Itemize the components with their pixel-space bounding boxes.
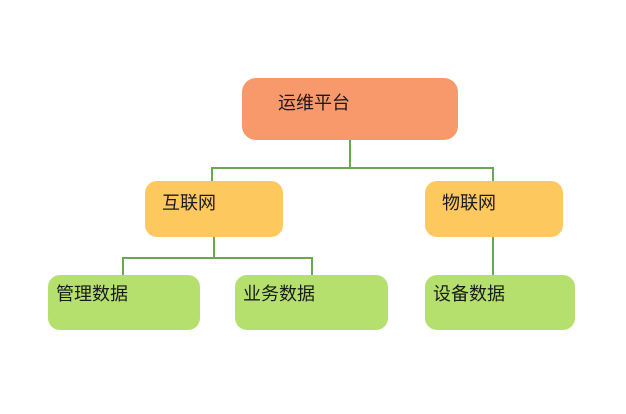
connector-drop-internet <box>211 167 213 181</box>
node-internet[interactable]: 互联网 <box>145 181 283 237</box>
connector-drop-iot <box>492 167 494 181</box>
node-ops-platform[interactable]: 运维平台 <box>242 78 458 140</box>
node-ops-platform-label: 运维平台 <box>278 93 350 114</box>
node-device-data-label: 设备数据 <box>433 284 505 305</box>
connector-drop-mgmt-data <box>122 257 124 275</box>
node-business-data[interactable]: 业务数据 <box>235 275 388 330</box>
connector-iot-device-data <box>492 237 494 275</box>
connector-drop-biz-data <box>311 257 313 275</box>
node-management-data[interactable]: 管理数据 <box>48 275 200 330</box>
connector-root-down <box>349 140 351 168</box>
connector-internet-down <box>213 237 215 259</box>
node-business-data-label: 业务数据 <box>243 284 315 305</box>
node-management-data-label: 管理数据 <box>56 284 128 305</box>
connector-level3-bus <box>122 257 313 259</box>
node-iot-label: 物联网 <box>442 193 496 214</box>
connector-level2-bus <box>211 167 493 169</box>
node-device-data[interactable]: 设备数据 <box>425 275 575 330</box>
node-iot[interactable]: 物联网 <box>425 181 563 237</box>
node-internet-label: 互联网 <box>162 193 216 214</box>
